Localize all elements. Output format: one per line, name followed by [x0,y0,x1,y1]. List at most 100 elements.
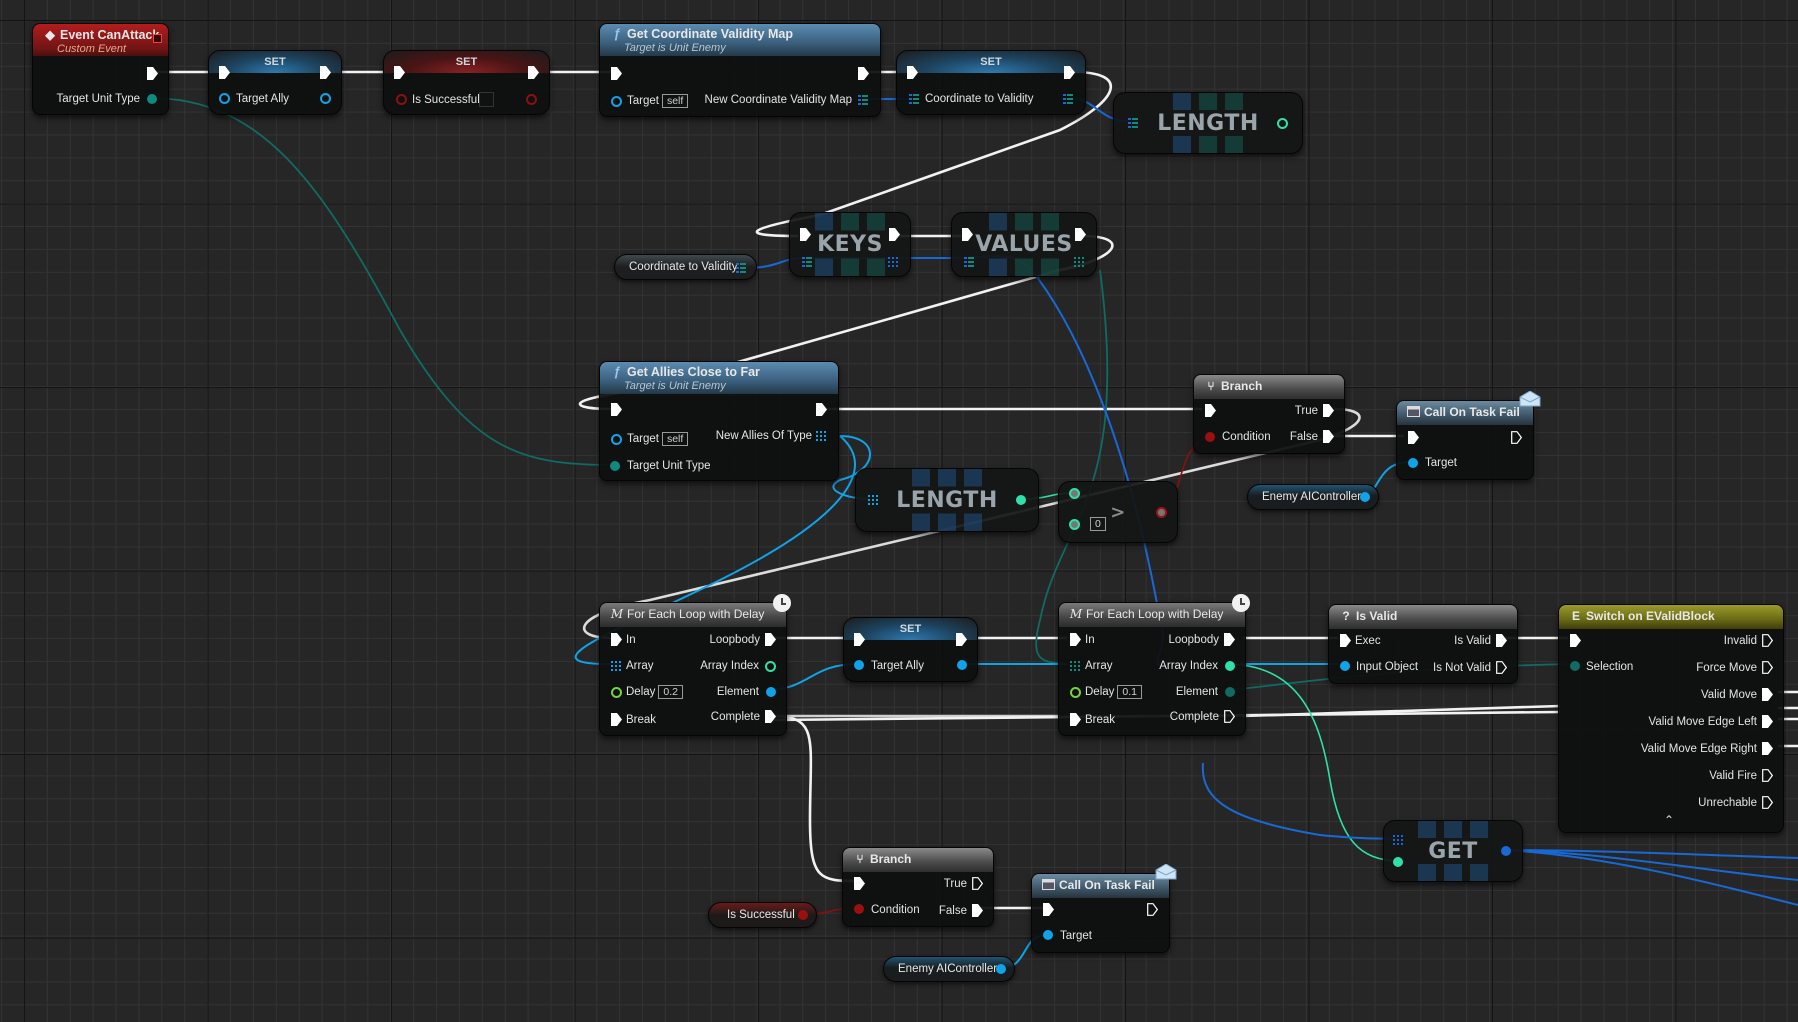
map-values-node[interactable]: VALUES [951,212,1097,277]
case-valid-move-edge-left-exec-pin[interactable] [1762,715,1773,728]
exec-out-pin[interactable] [528,66,539,79]
set-target-ally-node[interactable]: SET Target Ally [208,50,342,115]
exec-in-pin[interactable] [1340,634,1351,647]
exec-in-pin[interactable] [611,67,622,80]
map-in-pin-icon[interactable] [909,94,919,104]
exec-out-pin[interactable] [1075,228,1086,241]
float-in-pin[interactable] [611,687,622,698]
enum-out-pin[interactable] [1225,687,1235,697]
exec-out-pin[interactable] [147,67,158,80]
enemy-ai-controller-variable-top[interactable]: Enemy AIController [1247,484,1379,510]
exec-out-pin[interactable] [858,67,869,80]
set-is-successful-node[interactable]: SET Is Successful [383,50,550,115]
exec-in-pin[interactable] [1408,431,1419,444]
coordinate-to-validity-variable[interactable]: Coordinate to Validity [614,254,757,280]
break-exec-in-pin[interactable] [1070,713,1081,726]
enemy-ai-controller-variable-bottom[interactable]: Enemy AIController [883,956,1015,982]
collapse-chevron-up-icon[interactable]: ⌃ [1664,813,1675,827]
case-invalid-exec-pin[interactable] [1762,634,1773,647]
exec-out-pin[interactable] [956,633,967,646]
bool-in-pin[interactable] [396,94,407,105]
array-in-pin-icon[interactable] [1393,835,1403,845]
int-in-pin-a[interactable] [1069,488,1080,499]
map-out-pin-icon[interactable] [858,95,868,105]
case-valid-move-exec-pin[interactable] [1762,688,1773,701]
case-valid-fire-exec-pin[interactable] [1762,769,1773,782]
case-unrechable-exec-pin[interactable] [1762,796,1773,809]
case-valid-move-edge-right-exec-pin[interactable] [1762,742,1773,755]
bool-out-pin[interactable] [526,94,537,105]
branch-node-bottom[interactable]: ⑂Branch True Condition False [842,847,994,927]
object-in-pin[interactable] [1043,930,1053,940]
bool-in-pin[interactable] [854,904,864,914]
false-exec-out-pin[interactable] [972,904,983,917]
exec-out-pin[interactable] [816,403,827,416]
map-length-node[interactable]: LENGTH [1113,92,1303,154]
exec-in-pin[interactable] [1070,633,1081,646]
exec-out-pin[interactable] [1511,431,1522,444]
delay-value-field[interactable]: 0.1 [1117,685,1143,699]
exec-out-pin[interactable] [1064,66,1075,79]
delegate-pin-icon[interactable] [153,34,162,43]
call-on-task-fail-node-bottom[interactable]: Call On Task Fail Target [1031,873,1170,953]
true-exec-out-pin[interactable] [972,877,983,890]
object-out-pin[interactable] [766,687,776,697]
array-out-pin-icon[interactable] [1074,257,1084,267]
false-exec-out-pin[interactable] [1323,430,1334,443]
map-in-pin-icon[interactable] [802,257,812,267]
target-self-field[interactable]: self [661,94,689,108]
exec-in-pin[interactable] [219,66,230,79]
target-self-field[interactable]: self [661,432,689,446]
object-in-pin[interactable] [1340,661,1350,671]
int-out-pin[interactable] [1225,661,1235,671]
exec-in-pin[interactable] [1205,404,1216,417]
is-successful-variable[interactable]: Is Successful [708,902,817,928]
object-out-pin[interactable] [320,93,331,104]
enum-in-pin[interactable] [1570,661,1580,671]
true-exec-out-pin[interactable] [1323,404,1334,417]
bool-in-pin[interactable] [1205,432,1215,442]
array-length-node[interactable]: LENGTH [855,468,1039,532]
bool-out-pin[interactable] [1156,507,1167,518]
exec-in-pin[interactable] [611,633,622,646]
exec-in-pin[interactable] [1043,903,1054,916]
bool-checkbox[interactable] [479,92,494,107]
object-in-pin[interactable] [611,434,622,445]
object-in-pin[interactable] [611,96,622,107]
is-not-valid-exec-out-pin[interactable] [1496,661,1507,674]
complete-exec-out-pin[interactable] [765,710,776,723]
loopbody-exec-out-pin[interactable] [1224,633,1235,646]
object-out-pin[interactable] [957,660,967,670]
array-in-pin-icon[interactable] [611,661,621,671]
int-out-pin[interactable] [1016,495,1026,505]
object-out-pin[interactable] [1501,846,1511,856]
exec-out-pin[interactable] [889,228,900,241]
object-in-pin[interactable] [1408,458,1418,468]
loopbody-exec-out-pin[interactable] [765,633,776,646]
exec-in-pin[interactable] [611,403,622,416]
greater-than-node[interactable]: > 0 [1058,481,1178,543]
event-can-attack-node[interactable]: ◆Event CanAttack Custom Event Target Uni… [32,23,169,115]
is-valid-node[interactable]: ?Is Valid Exec Is Valid Input Object Is … [1328,604,1518,684]
int-in-pin-b[interactable] [1069,519,1080,530]
array-in-pin-icon[interactable] [1070,661,1080,671]
array-out-pin-icon[interactable] [888,257,898,267]
exec-in-pin[interactable] [854,633,865,646]
map-keys-node[interactable]: KEYS [789,212,911,277]
array-in-pin-icon[interactable] [868,495,878,505]
float-in-pin[interactable] [1070,687,1081,698]
object-out-pin[interactable] [996,964,1006,974]
break-exec-in-pin[interactable] [611,713,622,726]
compare-value-field[interactable]: 0 [1090,517,1106,531]
int-out-pin[interactable] [1277,118,1288,129]
delay-value-field[interactable]: 0.2 [658,685,684,699]
exec-in-pin[interactable] [854,877,865,890]
case-force-move-exec-pin[interactable] [1762,661,1773,674]
exec-out-pin[interactable] [1147,903,1158,916]
call-on-task-fail-node-top[interactable]: Call On Task Fail Target [1396,400,1534,480]
